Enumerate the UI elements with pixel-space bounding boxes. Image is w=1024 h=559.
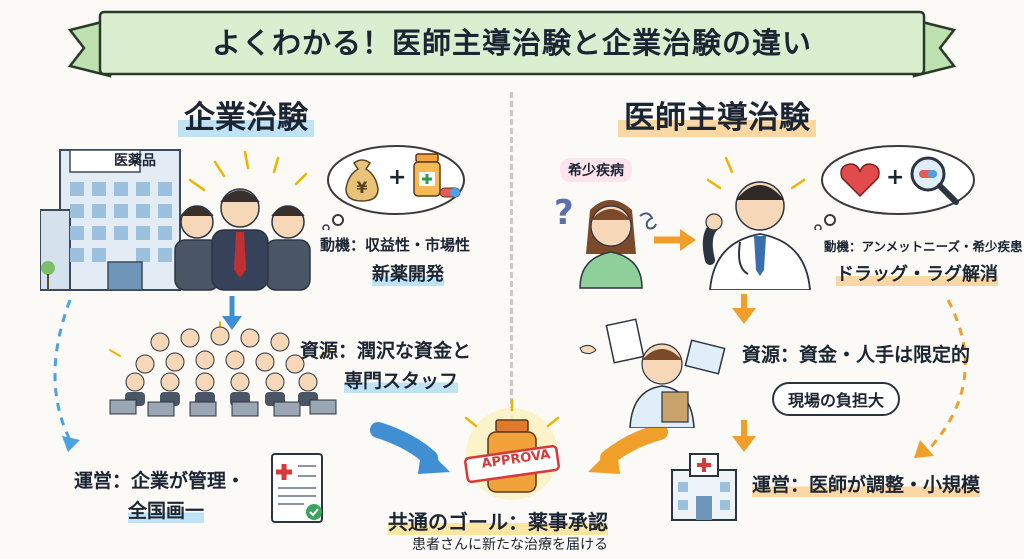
building-sign: 医薬品 [114, 153, 156, 169]
magnifier-icon [910, 156, 959, 205]
hospital-icon [671, 453, 737, 521]
patient-to-doctor-arrow [654, 229, 696, 251]
center-divider [510, 92, 513, 422]
doctor-illustration [702, 156, 811, 290]
right-heading: 医師主導治験 [618, 92, 816, 137]
common-goal-subtitle: 患者さんに新たな治療を届ける [412, 537, 608, 553]
approval-bottle-icon [464, 398, 560, 500]
title-banner [67, 10, 957, 78]
right-resource-line: 資源：資金・人手は限定的 [742, 344, 971, 366]
right-motive-value: ドラッグ・ラグ解消 [836, 260, 998, 286]
plus-sign: + [388, 165, 407, 190]
left-motive-value: 新薬開発 [372, 260, 444, 286]
left-ops-line2: 全国画一 [128, 496, 205, 523]
left-resource-line1: 資源：潤沢な資金と [300, 340, 472, 362]
patient-tag: 希少疾病 [560, 158, 632, 182]
common-goal: 共通のゴール：薬事承認 [388, 506, 608, 535]
svg-text:¥: ¥ [356, 178, 367, 197]
left-flow-arrows [53, 296, 450, 474]
plus-sign-right: + [886, 165, 905, 190]
staff-team-illustration [109, 321, 337, 417]
left-motive-label: 動機：収益性・市場性 [320, 236, 471, 254]
stress-swirl-icon [639, 212, 657, 230]
left-resource-line2: 専門スタッフ [344, 366, 459, 393]
overworked-staff-illustration [579, 318, 726, 428]
patient-illustration: ? [554, 193, 657, 289]
right-ops-line: 運営：医師が調整・小規模 [752, 470, 981, 497]
right-motive-label: 動機：アンメットニーズ・希少疾患 [824, 239, 1023, 254]
document-icon [271, 453, 323, 523]
left-ops-line1: 運営：企業が管理・ [74, 470, 246, 492]
heart-icon [840, 163, 880, 198]
pill-bottle-icon [413, 153, 461, 198]
left-heading: 企業治験 [178, 92, 314, 137]
capsule-icon [439, 187, 461, 198]
question-mark-icon: ? [554, 193, 574, 233]
pharma-company-illustration [40, 149, 311, 291]
burden-bubble: 現場の負担大 [772, 382, 901, 416]
money-bag-icon: ¥ [345, 159, 379, 202]
page-title: よくわかる！医師主導治験と企業治験の違い [211, 26, 812, 60]
